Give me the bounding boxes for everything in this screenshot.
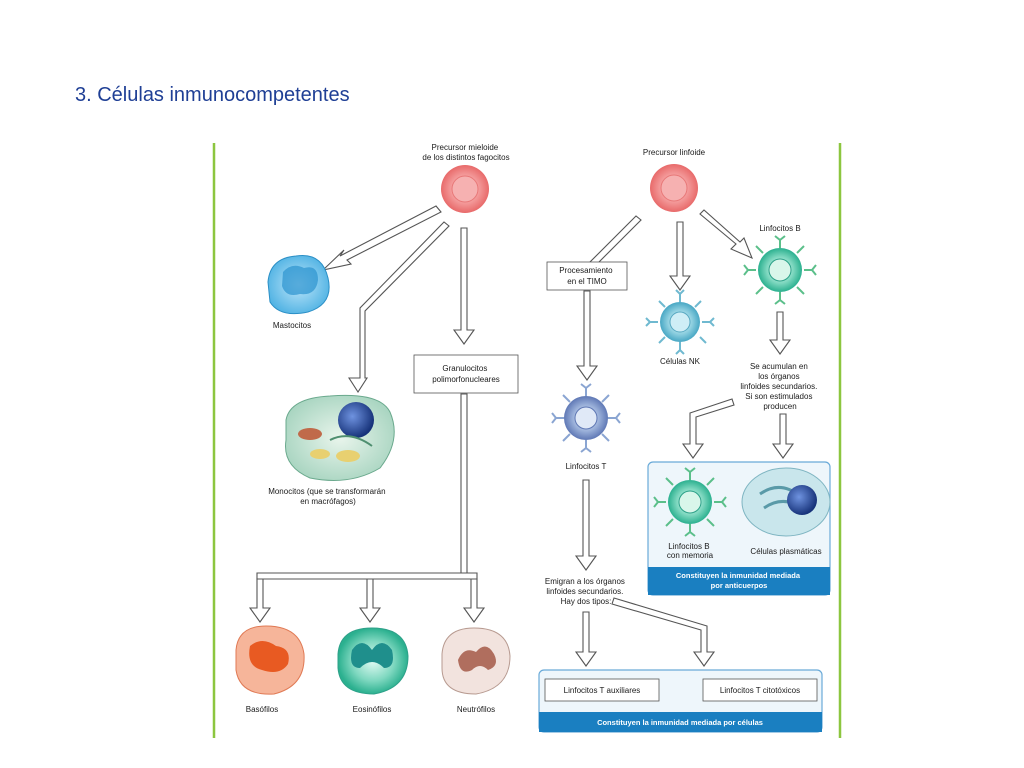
- basophil-cell: [235, 625, 305, 695]
- memory-b-label: Linfocitos B con memoria: [667, 542, 714, 560]
- t-emigrate-label: Emigran a los órganos linfoides secundar…: [545, 577, 627, 606]
- arrow-t-down: [574, 479, 598, 571]
- eosinophils-label: Eosinófilos: [353, 705, 392, 714]
- cytotoxic-t-box: [702, 678, 818, 702]
- neutrophils-label: Neutrófilos: [457, 705, 495, 714]
- helper-t-label: Linfocitos T auxiliares: [564, 686, 641, 695]
- arrow-to-mastocytes: [321, 205, 442, 271]
- helper-t-box: [544, 678, 660, 702]
- basophils-label: Basófilos: [246, 705, 278, 714]
- arrow-to-cytotoxic-t: [611, 597, 716, 667]
- granulocytes-split-bar: [256, 572, 478, 580]
- monocytes-label: Monocitos (que se transformarán en macró…: [268, 487, 388, 506]
- antibody-banner-text: Constituyen la inmunidad mediada por ant…: [676, 571, 802, 590]
- arrow-to-nk: [668, 221, 692, 291]
- arrow-to-memory-b: [681, 398, 735, 459]
- nk-cells-label: Células NK: [660, 357, 701, 366]
- mastocytes-label: Mastocitos: [273, 321, 311, 330]
- lymphoid-precursor-cell: [650, 164, 698, 212]
- antibody-banner: [648, 567, 830, 595]
- thymus-box: [546, 261, 628, 291]
- slide-title: 3. Células inmunocompetentes: [75, 84, 350, 106]
- cell-banner-text: Constituyen la inmunidad mediada por cél…: [597, 718, 763, 727]
- t-lymphocyte-cell: [551, 383, 621, 453]
- granulocytes-box: [413, 354, 519, 394]
- eosinophil-cell: [337, 627, 409, 695]
- nk-cell: [645, 289, 715, 355]
- b-lymphocyte-cell: [743, 235, 817, 305]
- monocyte-cell: [285, 394, 395, 481]
- thymus-label: Procesamiento en el TIMO: [559, 266, 615, 286]
- myeloid-precursor-cell: [441, 165, 489, 213]
- arrow-to-plasma: [771, 413, 795, 459]
- mastocyte-cell: [267, 254, 330, 315]
- granulocytes-label: Granulocitos polimorfonucleares: [432, 364, 500, 384]
- b-lymphocytes-label: Linfocitos B: [759, 224, 800, 233]
- memory-b-cell: [653, 467, 727, 537]
- arrow-granulocytes-down: [460, 393, 468, 574]
- arrow-to-monocytes: [347, 221, 450, 394]
- cell-banner: [539, 712, 822, 732]
- arrow-to-basophils: [248, 578, 272, 623]
- arrow-thymus-to-t: [575, 290, 599, 381]
- arrow-to-neutrophils: [462, 578, 486, 623]
- plasma-cell: [741, 467, 831, 537]
- arrow-to-eosinophils: [358, 578, 382, 623]
- arrow-to-helper-t: [574, 611, 598, 667]
- myeloid-precursor-label: Precursor mieloide de los distintos fago…: [422, 143, 509, 162]
- b-accumulate-label: Se acumulan en los órganos linfoides sec…: [740, 362, 819, 411]
- cytotoxic-t-label: Linfocitos T citotóxicos: [720, 686, 800, 695]
- neutrophil-cell: [441, 627, 511, 695]
- arrow-b-down: [768, 311, 792, 355]
- arrow-to-thymus: [589, 215, 642, 267]
- arrow-to-b-lymphocytes: [699, 209, 754, 260]
- plasma-cells-label: Células plasmáticas: [750, 547, 821, 556]
- t-lymphocytes-label: Linfocitos T: [566, 462, 607, 471]
- lymphoid-precursor-label: Precursor linfoide: [643, 148, 706, 157]
- arrow-to-granulocytes: [452, 227, 476, 345]
